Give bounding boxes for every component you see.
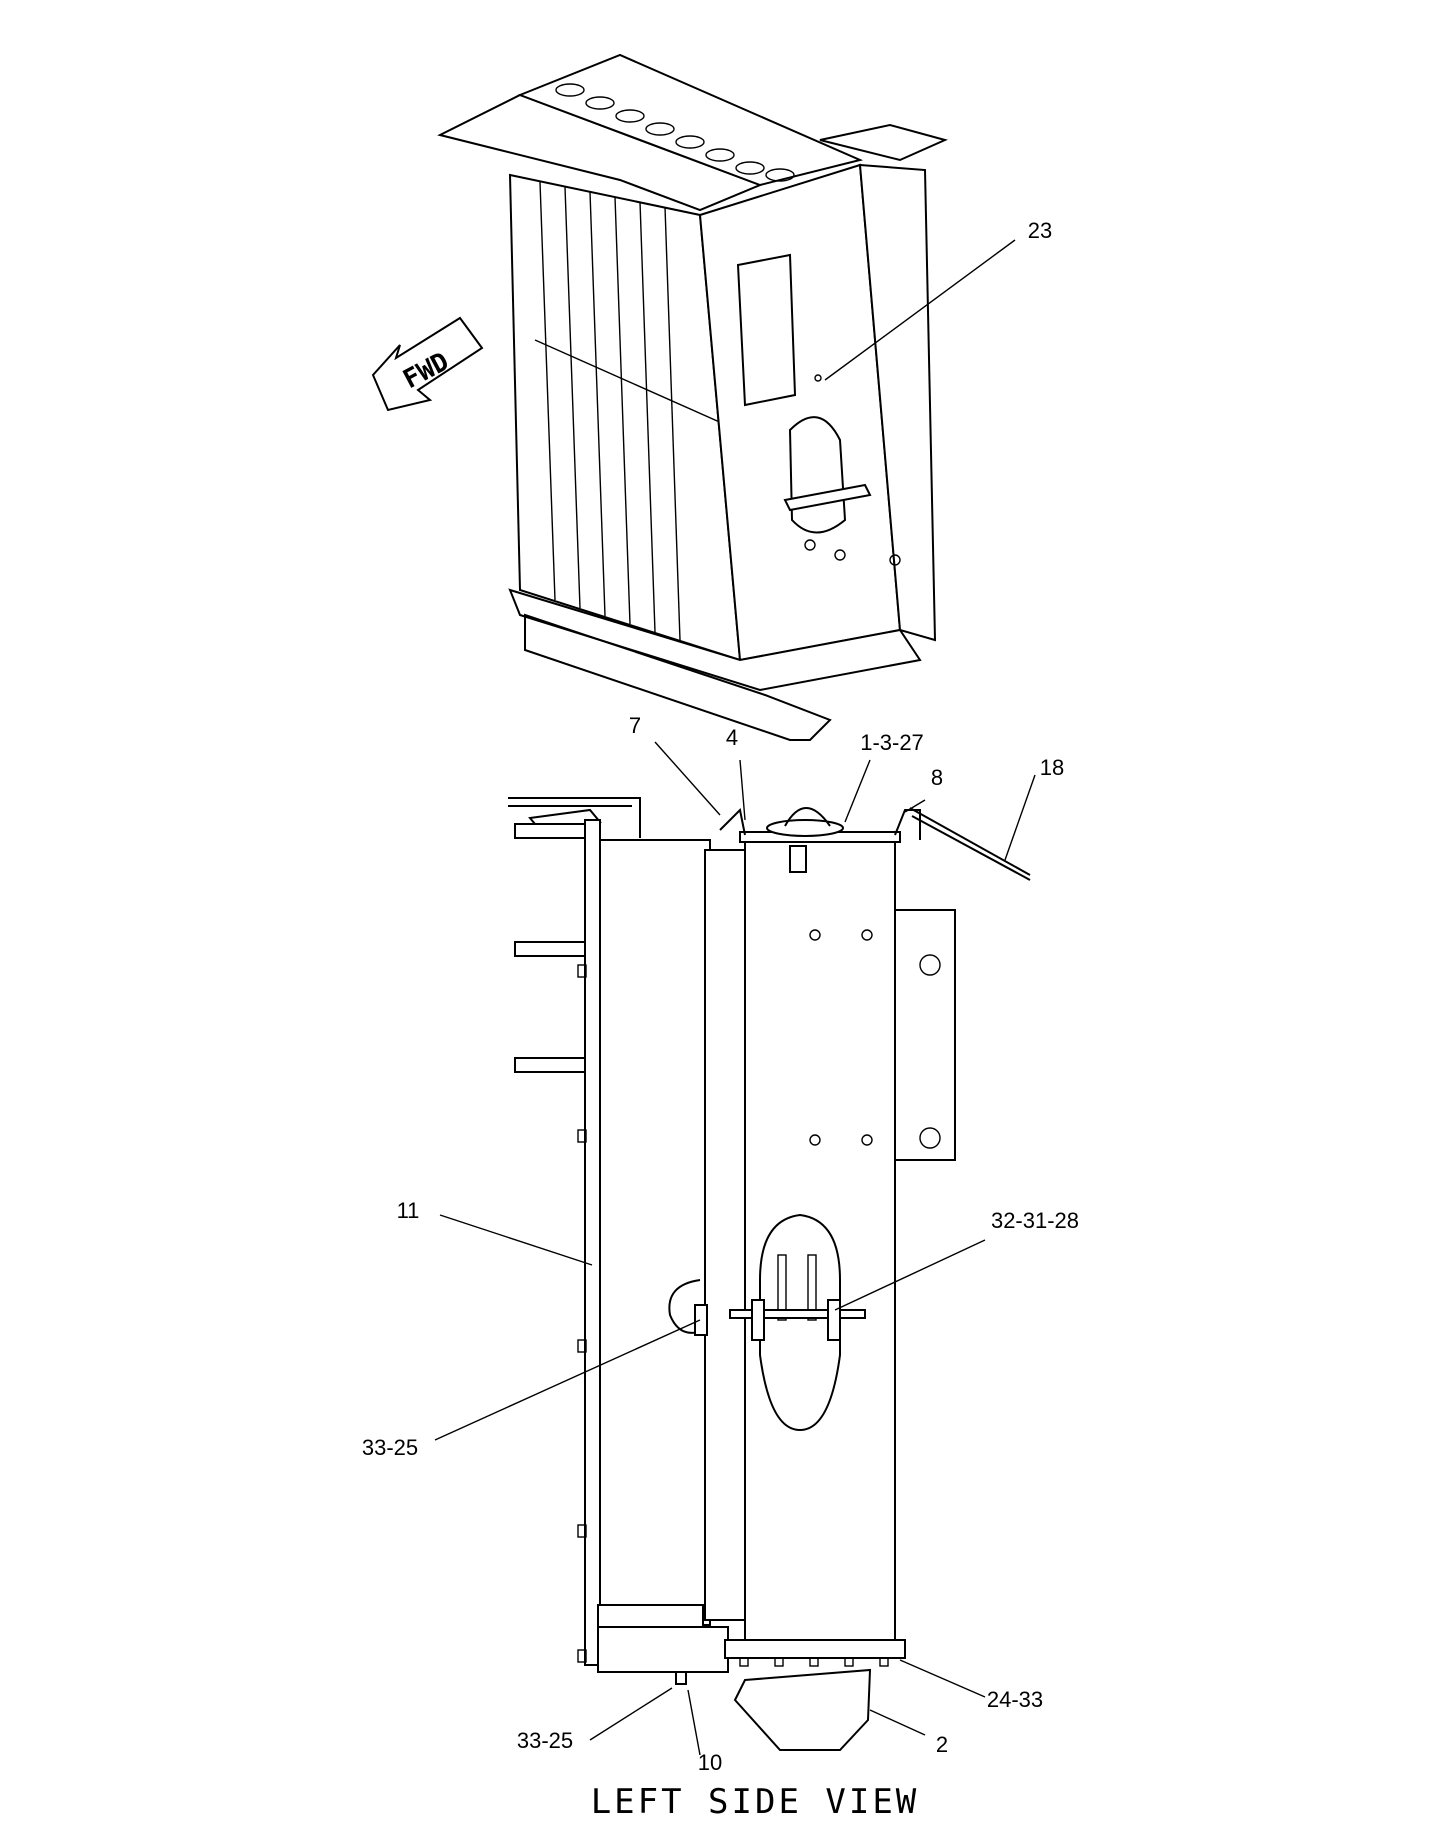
leader-lines bbox=[434, 741, 1036, 1756]
callout-2: 2 bbox=[936, 1732, 948, 1757]
callout-18: 18 bbox=[1040, 755, 1064, 780]
isometric-radiator-view bbox=[437, 53, 948, 741]
top-caps bbox=[555, 83, 795, 182]
view-title: LEFT SIDE VIEW bbox=[591, 1782, 920, 1822]
callout-10: 10 bbox=[698, 1750, 722, 1775]
channel-bolts bbox=[739, 1657, 889, 1667]
forward-arrow-icon: FWD bbox=[371, 316, 484, 412]
callout-4: 4 bbox=[726, 725, 738, 750]
core-fins bbox=[534, 181, 761, 641]
callout-1-3-27: 1-3-27 bbox=[860, 730, 924, 755]
callout-7: 7 bbox=[629, 713, 641, 738]
callout-8: 8 bbox=[931, 765, 943, 790]
callout-24-33: 24-33 bbox=[987, 1687, 1043, 1712]
callout-33-25-mid: 33-25 bbox=[362, 1435, 418, 1460]
left-side-view bbox=[508, 797, 1031, 1751]
rail-studs bbox=[577, 964, 587, 1663]
callout-11: 11 bbox=[397, 1198, 420, 1223]
callout-23: 23 bbox=[1028, 218, 1052, 243]
callout-32-31-28: 32-31-28 bbox=[991, 1208, 1079, 1233]
callout-33-25-bottom: 33-25 bbox=[517, 1728, 573, 1753]
